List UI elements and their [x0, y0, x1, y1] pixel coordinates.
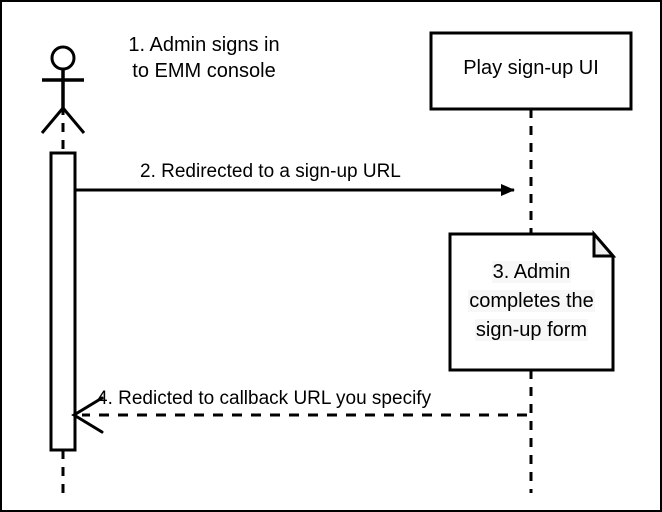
message-4-open-arrowhead	[71, 396, 104, 434]
note-text-line-2: completes the	[468, 290, 595, 312]
note-text-line-1: 3. Admin	[491, 261, 572, 283]
note-text: 3. Admin completes the sign-up form	[450, 258, 613, 345]
stick-figure-icon	[40, 45, 86, 134]
note-text-line-3: sign-up form	[474, 319, 589, 341]
message-4-label: 4. Redicted to callback URL you specify	[97, 388, 432, 409]
message-2-label: 2. Redirected to a sign-up URL	[140, 161, 401, 182]
actor-activation-bar	[49, 151, 77, 452]
actor-caption-line-2: to EMM console	[132, 60, 276, 82]
note-folded-corner	[592, 229, 617, 258]
participant-label: Play sign-up UI	[463, 57, 599, 79]
actor-caption: 1. Admin signs in to EMM console	[98, 32, 310, 84]
actor-caption-line-1: 1. Admin signs in	[128, 34, 280, 56]
